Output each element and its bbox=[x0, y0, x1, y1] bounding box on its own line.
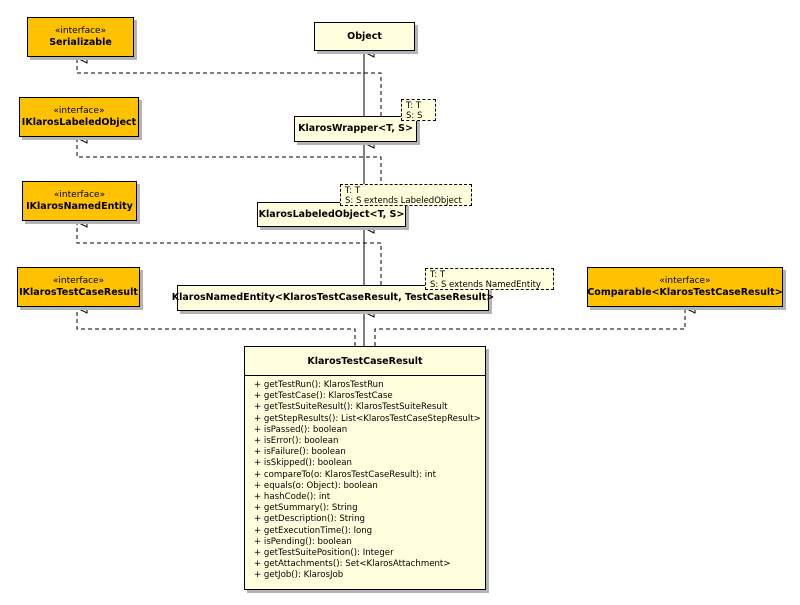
interface-name: IKlarosLabeledObject bbox=[21, 116, 137, 128]
interface-iklarostestcaseresult[interactable]: «interface» IKlarosTestCaseResult bbox=[17, 267, 140, 307]
stereotype-label: «interface» bbox=[53, 105, 105, 116]
stereotype-label: «interface» bbox=[53, 189, 106, 200]
method-item: + isFailure(): boolean bbox=[254, 447, 346, 458]
class-klaroslabeledobject[interactable]: KlarosLabeledObject<T, S> bbox=[257, 202, 406, 227]
class-klarosnamedentity[interactable]: KlarosNamedEntity<KlarosTestCaseResult, … bbox=[172, 285, 494, 311]
edge-main-to-itestcaseresult bbox=[77, 308, 356, 346]
method-item: + getSummary(): String bbox=[254, 503, 358, 514]
method-item: + compareTo(o: KlarosTestCaseResult): in… bbox=[254, 469, 436, 480]
method-item: + getStepResults(): List<KlarosTestCaseS… bbox=[254, 413, 481, 424]
method-item: + isError(): boolean bbox=[254, 436, 339, 447]
method-item: + getDescription(): String bbox=[254, 514, 365, 525]
template-params-wrapper: T: T S: S bbox=[401, 99, 436, 121]
interface-name: Comparable<KlarosTestCaseResult> bbox=[587, 286, 783, 298]
class-object[interactable]: Object bbox=[314, 22, 415, 51]
stereotype-label: «interface» bbox=[52, 275, 105, 286]
method-item: + getTestSuiteResult(): KlarosTestSuiteR… bbox=[254, 402, 448, 413]
class-klaroswrapper[interactable]: KlarosWrapper<T, S> bbox=[294, 116, 417, 142]
interface-name: Serializable bbox=[49, 36, 112, 48]
interface-serializable[interactable]: «interface» Serializable bbox=[27, 17, 134, 57]
method-item: + getJob(): KlarosJob bbox=[254, 570, 344, 581]
method-list: + getTestRun(): KlarosTestRun + getTestC… bbox=[245, 376, 485, 582]
edge-main-to-comparable bbox=[374, 308, 685, 346]
method-item: + isPassed(): boolean bbox=[254, 424, 348, 435]
interface-comparable[interactable]: «interface» Comparable<KlarosTestCaseRes… bbox=[587, 267, 783, 307]
stereotype-label: «interface» bbox=[659, 275, 711, 286]
class-name: Object bbox=[347, 30, 382, 42]
interface-name: IKlarosNamedEntity bbox=[26, 200, 133, 212]
method-item: + isPending(): boolean bbox=[254, 536, 352, 547]
edge-named-to-inamedentity bbox=[77, 222, 382, 285]
method-item: + getTestSuitePosition(): Integer bbox=[254, 548, 394, 559]
class-klarostestcaseresult[interactable]: KlarosTestCaseResult + getTestRun(): Kla… bbox=[244, 346, 486, 590]
class-name: KlarosWrapper<T, S> bbox=[298, 123, 413, 134]
template-params-named: T: T S: S extends NamedEntity bbox=[425, 268, 554, 290]
method-item: + getTestRun(): KlarosTestRun bbox=[254, 380, 384, 390]
interface-name: IKlarosTestCaseResult bbox=[19, 286, 138, 298]
edge-labeled-to-ilabeledobject bbox=[77, 138, 382, 202]
class-name: KlarosLabeledObject<T, S> bbox=[258, 208, 405, 220]
method-item: + isSkipped(): boolean bbox=[254, 458, 352, 469]
template-params-labeled: T: T S: S extends LabeledObject bbox=[340, 184, 472, 206]
stereotype-label: «interface» bbox=[54, 25, 107, 36]
method-item: + getAttachments(): Set<KlarosAttachment… bbox=[254, 559, 451, 570]
class-name: KlarosTestCaseResult bbox=[245, 347, 485, 376]
method-item: + getTestCase(): KlarosTestCase bbox=[254, 391, 393, 402]
class-name: KlarosNamedEntity<KlarosTestCaseResult, … bbox=[171, 292, 495, 303]
method-item: + getExecutionTime(): long bbox=[254, 525, 373, 536]
edge-wrapper-to-serializable bbox=[77, 58, 382, 116]
method-item: + hashCode(): int bbox=[254, 492, 331, 503]
interface-iklaroslabeledobject[interactable]: «interface» IKlarosLabeledObject bbox=[19, 97, 139, 137]
interface-iklarosnamedentity[interactable]: «interface» IKlarosNamedEntity bbox=[22, 181, 137, 221]
method-item: + equals(o: Object): boolean bbox=[254, 480, 378, 491]
